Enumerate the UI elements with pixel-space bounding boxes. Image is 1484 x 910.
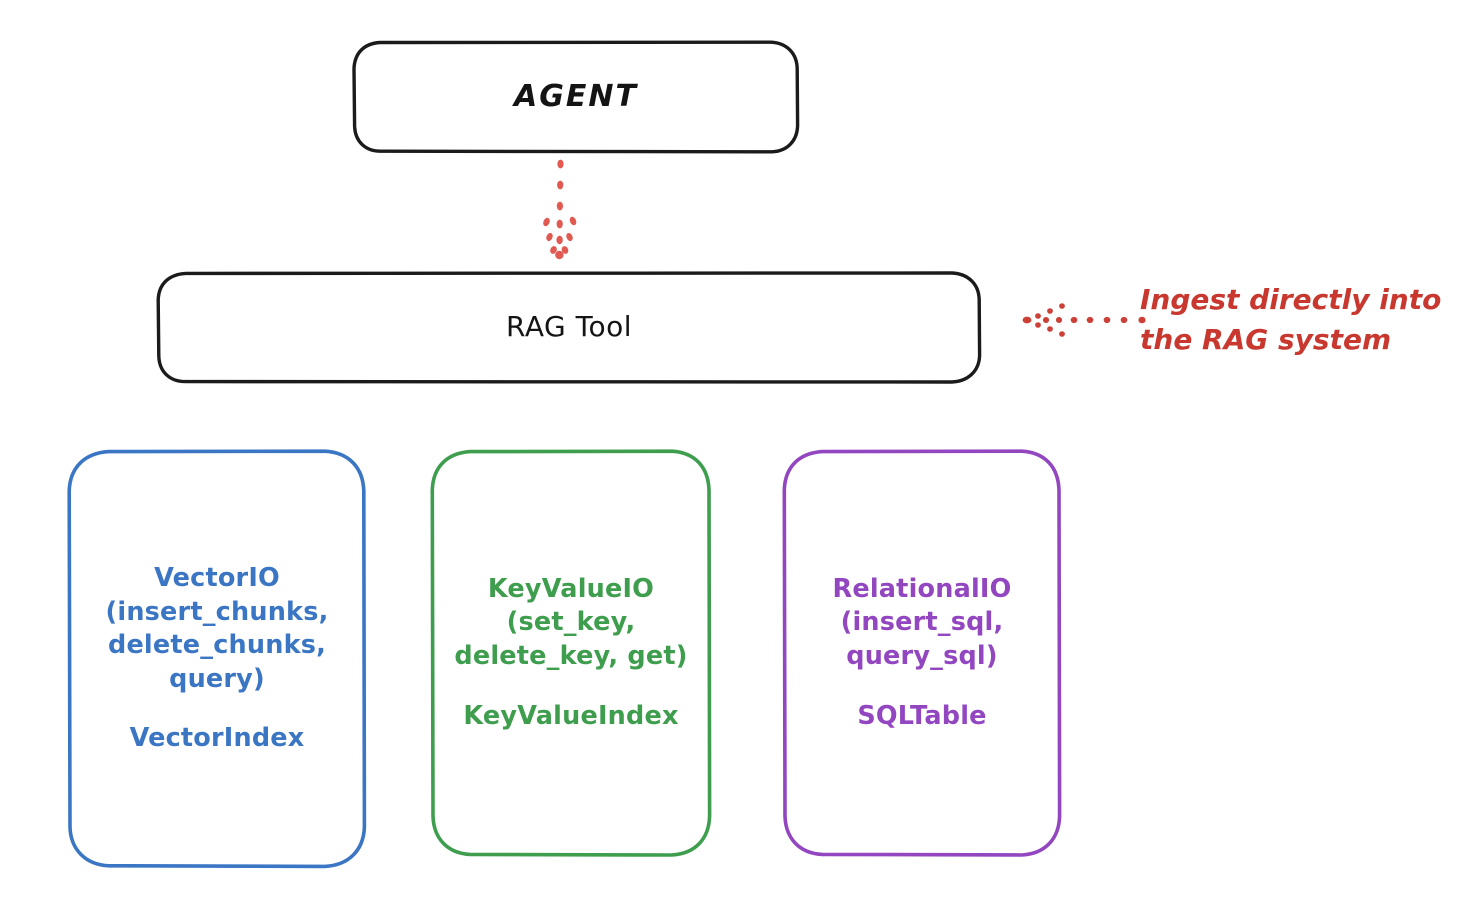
node-rag-tool[interactable]: RAG Tool bbox=[156, 271, 982, 384]
node-vector-io-methods: VectorIO (insert_chunks, delete_chunks, … bbox=[105, 562, 329, 694]
key-value-io-box-outline bbox=[430, 449, 712, 857]
agent-box-outline bbox=[352, 40, 800, 154]
node-relational-io-label: RelationalIO (insert_sql, query_sql) SQLT… bbox=[833, 573, 1012, 734]
label-spacer bbox=[106, 696, 329, 722]
annotation-ingest-directly: Ingest directly into the RAG system bbox=[1140, 283, 1442, 356]
node-key-value-io-label: KeyValueIO (set_key, delete_key, get) Key… bbox=[454, 573, 687, 734]
node-rag-tool-label: RAG Tool bbox=[506, 310, 632, 344]
node-vector-io-label: VectorIO (insert_chunks, delete_chunks, … bbox=[106, 562, 329, 756]
node-vector-io[interactable]: VectorIO (insert_chunks, delete_chunks, … bbox=[67, 449, 367, 869]
arrow-agent-to-rag-tool bbox=[520, 158, 600, 270]
node-key-value-io[interactable]: KeyValueIO (set_key, delete_key, get) Key… bbox=[430, 449, 712, 857]
node-key-value-io-index: KeyValueIndex bbox=[463, 700, 679, 731]
label-spacer bbox=[454, 674, 687, 700]
vector-io-box-outline bbox=[67, 449, 367, 869]
node-relational-io[interactable]: RelationalIO (insert_sql, query_sql) SQLT… bbox=[782, 449, 1062, 857]
node-relational-io-methods: RelationalIO (insert_sql, query_sql) bbox=[832, 573, 1012, 671]
relational-io-box-outline bbox=[782, 449, 1062, 857]
arrow-ingest-to-rag-tool bbox=[1018, 296, 1148, 346]
node-key-value-io-methods: KeyValueIO (set_key, delete_key, get) bbox=[454, 573, 688, 671]
node-agent[interactable]: AGENT bbox=[352, 40, 800, 154]
node-vector-io-index: VectorIndex bbox=[129, 723, 305, 754]
node-relational-io-index: SQLTable bbox=[857, 700, 987, 731]
rag-tool-box-outline bbox=[156, 271, 982, 384]
node-agent-label: AGENT bbox=[514, 79, 638, 115]
label-spacer bbox=[833, 674, 1012, 700]
